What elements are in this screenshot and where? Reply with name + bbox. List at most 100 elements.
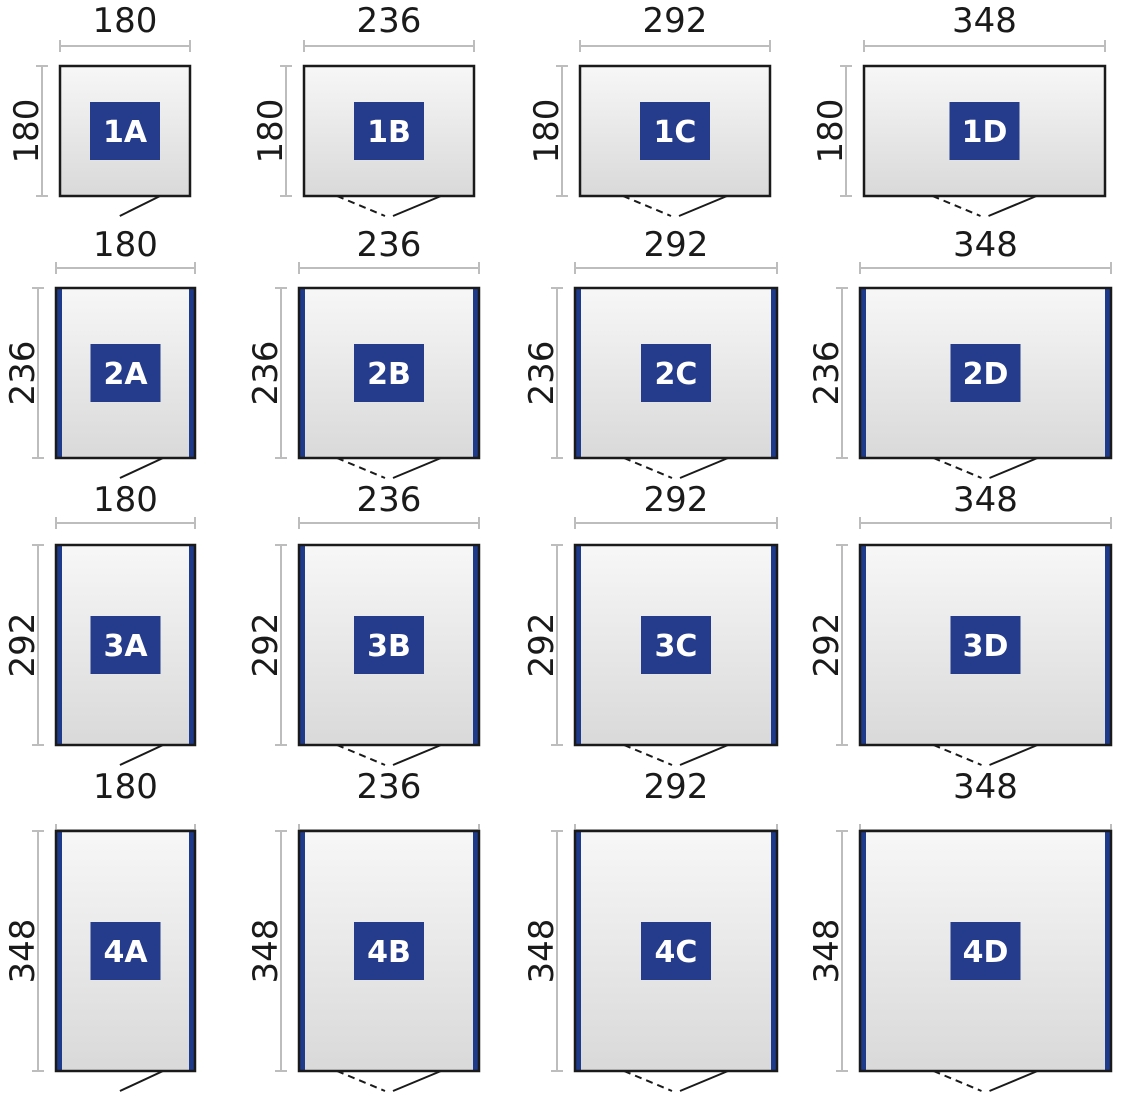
width-label: 236 [357,225,422,265]
depth-label: 348 [3,919,43,984]
depth-label: 348 [246,919,286,984]
right-wall-strip [189,288,195,458]
floor-plan-outline [302,64,476,198]
size-code-badge [354,344,424,402]
width-label: 292 [644,225,709,265]
shed-plan-3b: 236 292 3B [246,480,481,766]
right-wall-strip [771,545,777,745]
size-code-badge [90,616,161,674]
size-code-label: 2A [103,357,148,392]
right-wall-strip [189,831,195,1071]
double-door-swing [623,457,729,479]
floor-plan-outline [54,829,197,1073]
right-wall-strip [1105,545,1111,745]
double-door-swing [622,195,728,217]
shed-plan-2c: 292 236 2C [522,225,779,479]
size-code-badge [949,102,1020,160]
depth-dimension-line [275,287,287,459]
single-door-swing [119,195,161,217]
depth-dimension-line [32,544,44,746]
width-label: 348 [953,767,1018,807]
size-code-badge [354,616,424,674]
size-code-badge [90,102,160,160]
left-wall-strip [860,831,866,1071]
floor-plan-outline [578,64,772,198]
depth-dimension-line [551,544,563,746]
width-label: 348 [953,225,1018,265]
size-code-label: 4A [103,935,148,970]
depth-label: 236 [522,341,562,406]
depth-dimension-line [551,830,563,1072]
double-door-swing [933,457,1038,479]
width-label: 180 [93,480,158,520]
double-door-swing [623,1070,729,1092]
right-wall-strip [473,545,479,745]
depth-label: 348 [807,919,847,984]
floor-plan-outline [54,286,197,460]
width-dimension-line [298,517,480,529]
right-wall-strip [473,288,479,458]
floor-plan-outline [573,829,779,1073]
width-dimension-line [303,40,475,52]
floor-plan-outline [862,64,1107,198]
size-code-label: 3B [367,629,411,664]
right-wall-strip [1105,288,1111,458]
single-door-swing [119,744,164,766]
floor-plan-outline [858,286,1113,460]
size-code-badge [950,344,1021,402]
width-label: 236 [357,480,422,520]
double-door-swing [336,744,442,766]
depth-dimension-line [275,544,287,746]
width-dimension-line [55,262,196,274]
depth-dimension-line [275,830,287,1072]
size-code-badge [950,922,1021,980]
left-wall-strip [575,831,581,1071]
width-dimension-line [574,517,778,529]
depth-label: 292 [246,613,286,678]
size-code-badge [641,616,711,674]
floor-plan-outline [297,829,481,1073]
depth-dimension-line [36,65,48,197]
size-code-badge [90,922,161,980]
single-door-swing [119,457,164,479]
size-code-badge [354,922,424,980]
left-wall-strip [575,545,581,745]
floor-plan-outline [58,64,192,198]
depth-dimension-line [836,287,848,459]
size-code-badge [90,344,161,402]
size-code-label: 1C [654,115,697,150]
size-code-label: 4C [655,935,698,970]
size-code-label: 4B [367,935,411,970]
depth-label: 292 [807,613,847,678]
size-code-label: 1A [103,115,148,150]
width-label: 236 [357,767,422,807]
depth-label: 236 [3,341,43,406]
depth-label: 180 [7,99,47,164]
size-code-label: 1B [367,115,411,150]
size-code-label: 1D [962,115,1008,150]
floor-plan-outline [297,286,481,460]
width-dimension-line [859,262,1112,274]
depth-dimension-line [836,544,848,746]
double-door-swing [933,744,1038,766]
single-door-swing [119,1070,164,1092]
width-label: 292 [644,767,709,807]
depth-label: 292 [3,613,43,678]
width-label: 348 [953,480,1018,520]
double-door-swing [623,744,729,766]
left-wall-strip [860,545,866,745]
double-door-swing [932,195,1037,217]
size-code-label: 2C [655,357,698,392]
depth-dimension-line [32,287,44,459]
depth-dimension-line [32,830,44,1072]
depth-label: 236 [246,341,286,406]
width-label: 348 [952,1,1017,41]
